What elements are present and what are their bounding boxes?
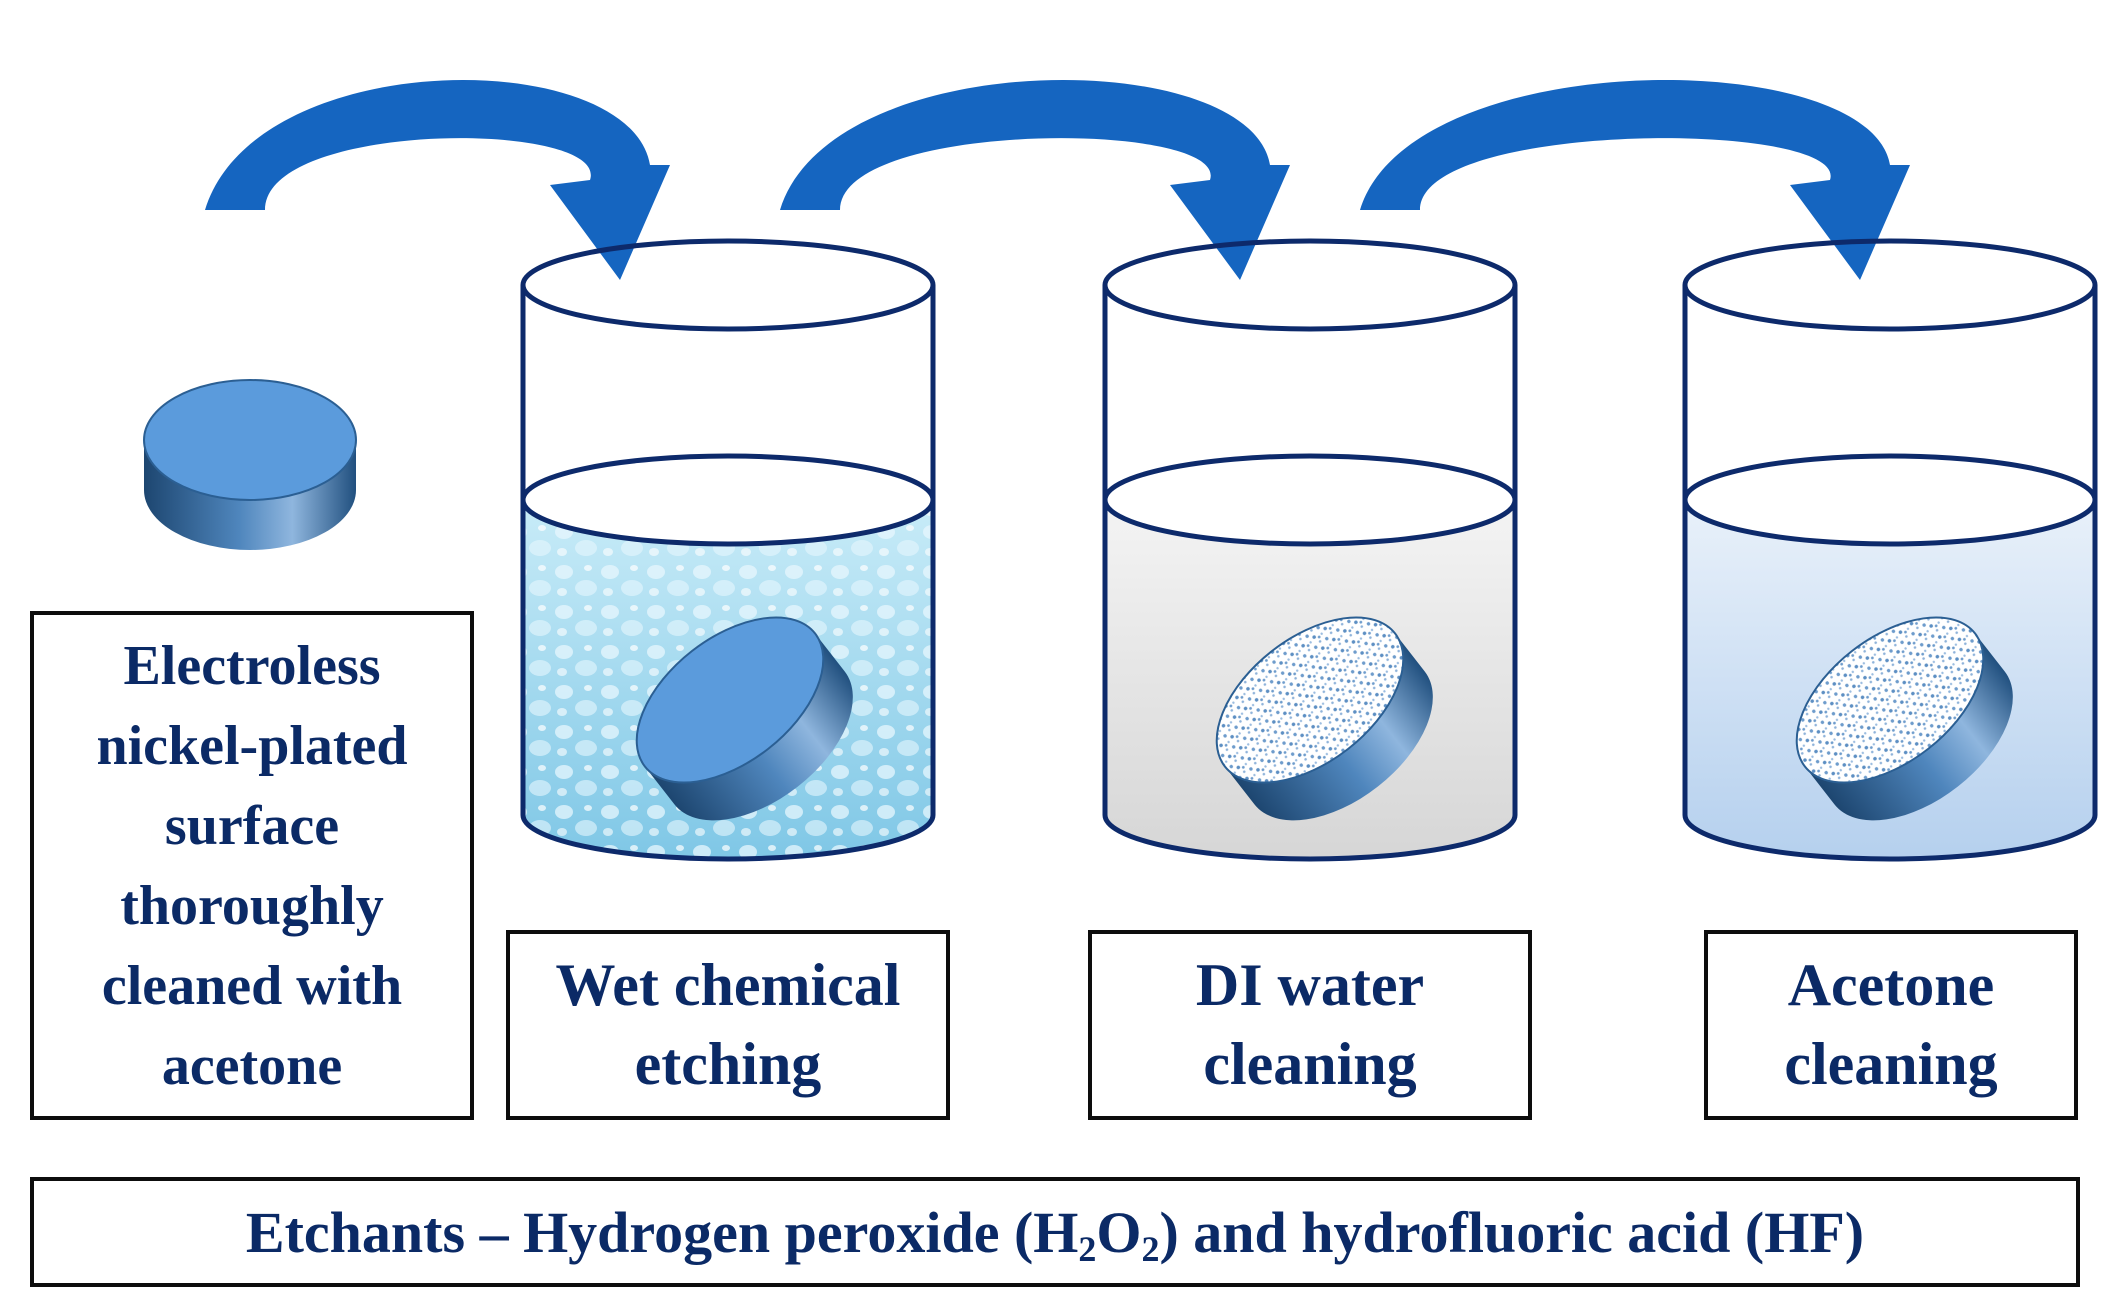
step-label-acetone: Acetone cleaning (1704, 930, 2078, 1120)
step-text-wet-etching: Wet chemical etching (555, 952, 901, 1097)
pellet-in-acetone (1795, 616, 2013, 821)
step-label-di-water: DI water cleaning (1088, 930, 1532, 1120)
pellet-in-etchant (635, 616, 853, 821)
pellet-in-di-water (1215, 616, 1433, 821)
step-text-electroless: Electroless nickel-plated surface thorou… (96, 634, 408, 1097)
step-text-acetone: Acetone cleaning (1784, 952, 1998, 1097)
etchants-text: Etchants – Hydrogen peroxide (H2O2) and … (245, 1199, 1865, 1269)
arrow-to-di-water (780, 79, 1290, 280)
arrow-to-etching (205, 79, 670, 280)
step-label-electroless: Electroless nickel-plated surface thorou… (30, 611, 474, 1120)
step-label-wet-etching: Wet chemical etching (506, 930, 950, 1120)
pellet-initial (143, 379, 357, 550)
step-text-di-water: DI water cleaning (1195, 952, 1425, 1097)
arrow-to-acetone (1360, 79, 1910, 280)
etchants-caption: Etchants – Hydrogen peroxide (H2O2) and … (30, 1177, 2080, 1287)
